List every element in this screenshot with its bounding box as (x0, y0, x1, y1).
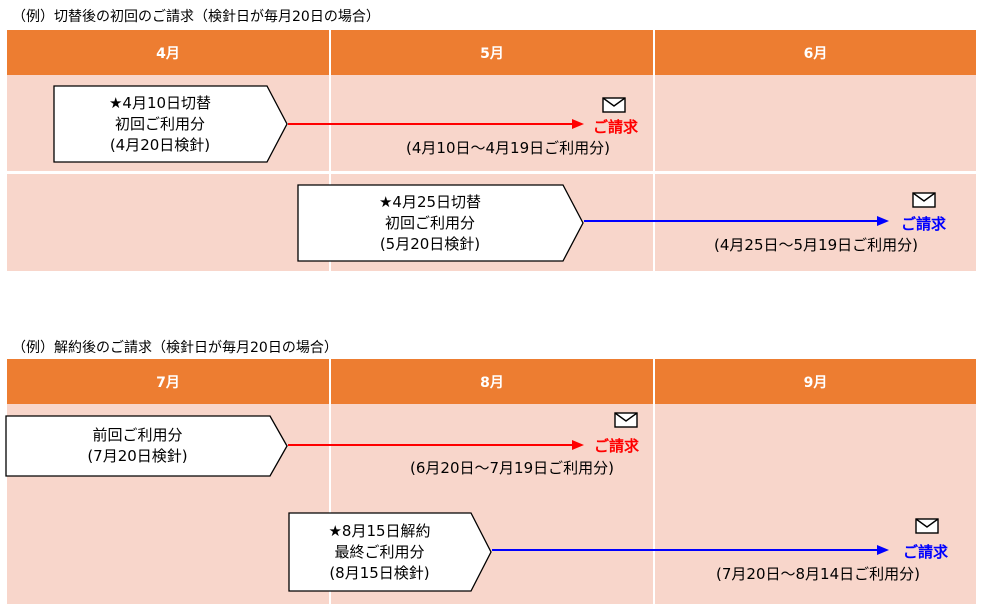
month-header-cell: 7月 (7, 359, 329, 404)
callout-line: 最終ご利用分 (334, 542, 425, 561)
billing-arrow-blue (492, 545, 889, 555)
billing-period: (7月20日～8月14日ご利用分) (716, 565, 920, 583)
callout-pentagon-shape (53, 85, 288, 163)
billing-arrow-blue (584, 216, 889, 226)
envelope-icon (614, 412, 638, 428)
billing-arrow-red (288, 119, 584, 129)
callout-pentagon-shape (297, 184, 584, 262)
callout-line: (4月20日検針) (109, 135, 211, 154)
callout-pentagon-shape (5, 415, 288, 477)
month-header-cell: 8月 (329, 359, 653, 404)
envelope-icon (915, 518, 939, 534)
callout-line: ★4月10日切替 (108, 93, 212, 112)
switch-callout: ★4月25日切替 初回ご利用分 (5月20日検針) (297, 184, 585, 262)
section-2-caption: （例）解約後のご請求（検針日が毎月20日の場合） (12, 340, 338, 356)
switch-callout: ★4月10日切替 初回ご利用分 (4月20日検針) (53, 85, 289, 163)
callout-line: (5月20日検針) (379, 234, 481, 253)
row-separator (7, 171, 976, 174)
callout-line: 前回ご利用分 (92, 426, 183, 444)
envelope-icon (602, 97, 626, 113)
callout-pentagon-shape (288, 512, 492, 592)
billing-period: (4月25日～5月19日ご利用分) (714, 236, 918, 254)
month-divider (329, 404, 331, 604)
callout-line: ★8月15日解約 (328, 521, 431, 540)
billing-label: ご請求 (593, 118, 639, 136)
billing-label: ご請求 (901, 215, 947, 233)
month-header-cell: 5月 (329, 30, 653, 75)
billing-period: (4月10日～4月19日ご利用分) (406, 139, 610, 157)
billing-period: (6月20日～7月19日ご利用分) (410, 459, 614, 477)
month-header-cell: 9月 (653, 359, 976, 404)
callout-line: 初回ご利用分 (114, 114, 205, 133)
previous-usage-callout: 前回ご利用分 (7月20日検針) (5, 415, 289, 477)
month-header-cell: 4月 (7, 30, 329, 75)
month-header-cell: 6月 (653, 30, 976, 75)
section-2-month-header: 7月 8月 9月 (7, 359, 976, 404)
cancellation-callout: ★8月15日解約 最終ご利用分 (8月15日検針) (288, 512, 493, 592)
section-1-caption: （例）切替後の初回のご請求（検針日が毎月20日の場合） (12, 9, 380, 25)
month-divider (653, 404, 655, 604)
callout-line: (7月20日検針) (87, 447, 188, 465)
billing-label: ご請求 (903, 543, 949, 561)
billing-arrow-red (288, 440, 584, 450)
callout-line: 初回ご利用分 (384, 213, 475, 232)
billing-label: ご請求 (594, 437, 640, 455)
callout-line: ★4月25日切替 (378, 192, 482, 211)
callout-line: (8月15日検針) (329, 563, 430, 582)
envelope-icon (912, 192, 936, 208)
section-1-month-header: 4月 5月 6月 (7, 30, 976, 75)
